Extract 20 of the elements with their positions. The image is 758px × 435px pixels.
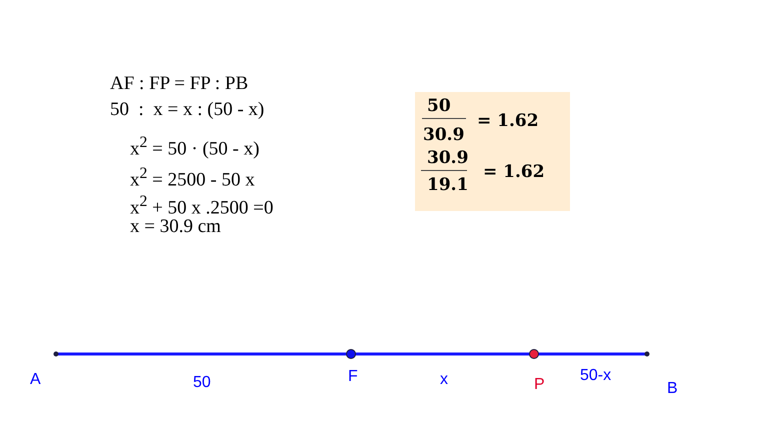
numerator-text: 50 [427,96,451,116]
point-label: 50 [193,374,211,392]
point-label: F [348,368,358,386]
numerator-text: 30.9 [427,148,468,168]
formula-text: x$^{2}$ + 50 x .2500 =0 [130,192,274,219]
point-label: B [667,380,678,398]
denominator-text: 30.9 [423,125,464,145]
point-label: P [534,376,545,394]
point-label: 50-x [580,367,612,385]
formula-text: x$^{2}$ = 2500 - 50 x [130,164,255,192]
formula-text: AF : FP = FP : PB [110,73,248,95]
formula-text: x$^{2}$ = 50 · (50 - x) [130,133,260,160]
result-text: = 1.62 [483,162,545,182]
point-label: x [440,371,448,389]
point-label: A [30,371,41,389]
ratio-box [415,92,570,211]
denominator-text: 19.1 [427,175,468,195]
formula-text: 50 : x = x : (50 - x) [110,99,264,121]
formula-text: x = 30.9 cm [130,216,221,238]
result-text: = 1.62 [477,111,539,131]
